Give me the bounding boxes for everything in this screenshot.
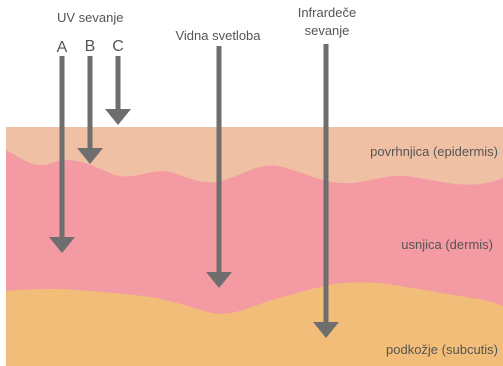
infrared-label-line1: Infrardeče <box>298 5 357 20</box>
subcutis-label: podkožje (subcutis) <box>386 342 498 357</box>
uv-c-label: C <box>112 38 124 55</box>
uv-c-arrow <box>105 56 131 125</box>
uv-a-label: A <box>57 39 68 56</box>
uv-b-label: B <box>85 38 96 55</box>
visible-light-label: Vidna svetloba <box>175 28 261 43</box>
epidermis-label: povrhnjica (epidermis) <box>370 144 498 159</box>
uv-title: UV sevanje <box>57 10 123 25</box>
infrared-label-line2: sevanje <box>305 23 350 38</box>
dermis-label: usnjica (dermis) <box>401 237 493 252</box>
